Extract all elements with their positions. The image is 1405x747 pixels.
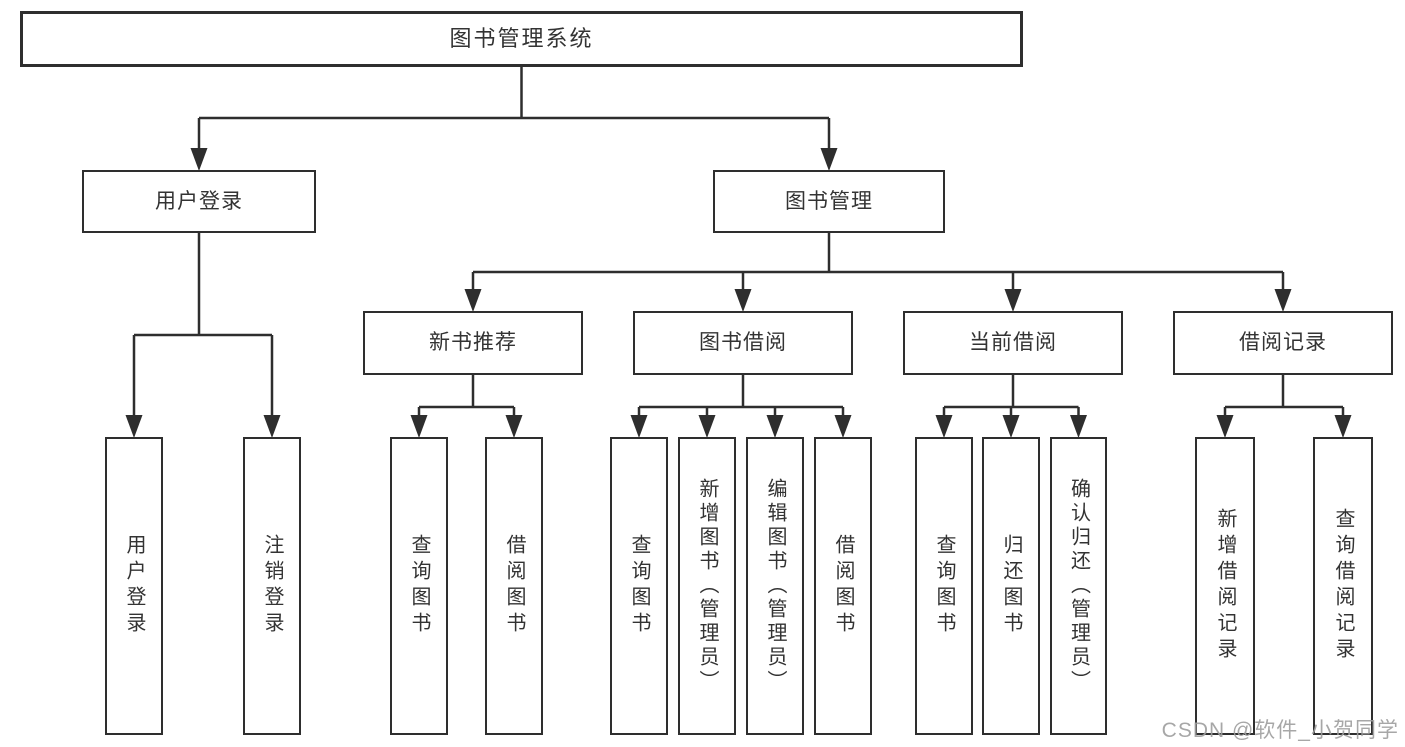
- node-current-borrow: 当前借阅: [903, 311, 1123, 375]
- node-bb-query: 查询图书: [610, 437, 668, 735]
- node-leaf-logout: 注销登录: [243, 437, 301, 735]
- arrowhead-icon: [1004, 289, 1022, 312]
- node-bb-edit: 编辑图书（管理员）: [746, 437, 804, 735]
- arrowhead-icon: [263, 415, 281, 438]
- arrowhead-icon: [820, 148, 838, 171]
- node-bb-add: 新增图书（管理员）: [678, 437, 736, 735]
- node-bb-borrow: 借阅图书: [814, 437, 872, 735]
- node-br-add: 新增借阅记录: [1195, 437, 1255, 735]
- arrowhead-icon: [834, 415, 852, 438]
- arrowhead-icon: [410, 415, 428, 438]
- node-root: 图书管理系统: [20, 11, 1023, 67]
- arrowhead-icon: [1216, 415, 1234, 438]
- arrowhead-icon: [1002, 415, 1020, 438]
- arrowhead-icon: [734, 289, 752, 312]
- node-book-mgmt: 图书管理: [713, 170, 945, 233]
- node-cb-return: 归还图书: [982, 437, 1040, 735]
- node-nb-query: 查询图书: [390, 437, 448, 735]
- node-cb-confirm: 确认归还（管理员）: [1050, 437, 1107, 735]
- node-leaf-user-login: 用户登录: [105, 437, 163, 735]
- node-br-query: 查询借阅记录: [1313, 437, 1373, 735]
- arrowhead-icon: [766, 415, 784, 438]
- node-book-borrow: 图书借阅: [633, 311, 853, 375]
- arrowhead-icon: [1334, 415, 1352, 438]
- arrowhead-icon: [464, 289, 482, 312]
- arrowhead-icon: [698, 415, 716, 438]
- arrowhead-icon: [505, 415, 523, 438]
- node-new-book-rec: 新书推荐: [363, 311, 583, 375]
- node-borrow-records: 借阅记录: [1173, 311, 1393, 375]
- arrowhead-icon: [190, 148, 208, 171]
- node-nb-borrow: 借阅图书: [485, 437, 543, 735]
- node-user-login: 用户登录: [82, 170, 316, 233]
- node-cb-query: 查询图书: [915, 437, 973, 735]
- arrowhead-icon: [1274, 289, 1292, 312]
- arrowhead-icon: [630, 415, 648, 438]
- arrowhead-icon: [125, 415, 143, 438]
- arrowhead-icon: [1070, 415, 1087, 438]
- arrowhead-icon: [935, 415, 953, 438]
